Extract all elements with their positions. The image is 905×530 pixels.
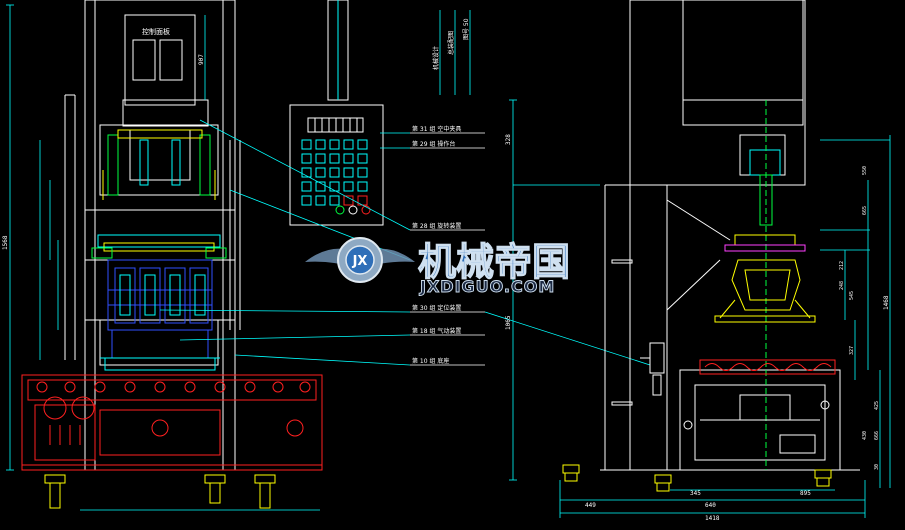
- right-pneumatic-unit: [640, 342, 665, 396]
- right-table-red: [699, 359, 836, 375]
- dim-bottom-width: 1418: [705, 515, 720, 522]
- callout-label: 第 10 组 底座: [412, 357, 449, 365]
- panel-button: [301, 195, 312, 206]
- panel-indicator-lamp: [335, 205, 345, 215]
- control-panel-title: 控制面板: [142, 27, 170, 36]
- dim-upper-section: 907: [198, 54, 205, 65]
- right-dim-labels: 665 550 248 545 212 327 425 666 430 30: [839, 166, 880, 470]
- watermark-brand-en: JXDIGUO.COM: [419, 277, 555, 296]
- control-panel-box: [289, 0, 384, 226]
- dim-right-total: 1468: [883, 295, 890, 310]
- legend-note-line-1: 机械设计: [432, 46, 440, 70]
- legend-note-line-3: 图号 50: [463, 18, 470, 40]
- right-dim-label: 327: [849, 346, 855, 355]
- panel-button: [357, 181, 368, 192]
- panel-button: [343, 167, 354, 178]
- panel-button: [315, 181, 326, 192]
- callout-leaders: [159, 119, 651, 366]
- panel-button: [343, 181, 354, 192]
- panel-button: [315, 195, 326, 206]
- right-side-view: [600, 0, 860, 471]
- panel-button: [357, 139, 368, 150]
- right-dimensions: [509, 99, 891, 518]
- panel-button: [329, 139, 340, 150]
- dim-overall-height-left: 1568: [2, 235, 9, 250]
- legend-note-block: [439, 10, 471, 95]
- left-body-cyan: [100, 274, 220, 371]
- watermark-logo: JX: [305, 237, 415, 283]
- panel-button: [315, 153, 326, 164]
- callout-label: 第 31 组 空中夹具: [412, 125, 461, 133]
- right-dim-label: 212: [839, 261, 845, 270]
- callout-label: 第 28 组 旋转装置: [412, 222, 461, 230]
- dim-left-offset: 449: [585, 502, 596, 509]
- panel-button: [329, 153, 340, 164]
- right-head-detail: [724, 100, 806, 470]
- dim-mid-width: 895: [800, 490, 811, 497]
- dim-base-width: 640: [705, 502, 716, 509]
- panel-button: [329, 181, 340, 192]
- right-fixture-yellow: [714, 259, 816, 323]
- dim-right-mid: 1065: [505, 315, 512, 330]
- control-panel-buttons: [301, 139, 371, 215]
- panel-button: [357, 167, 368, 178]
- right-dim-label: 430: [862, 431, 868, 440]
- left-red-base: [21, 374, 323, 471]
- right-dim-label: 666: [874, 431, 880, 440]
- panel-button: [343, 153, 354, 164]
- left-base-feet: [44, 474, 276, 509]
- panel-button: [301, 167, 312, 178]
- panel-button: [301, 153, 312, 164]
- watermark-logo-letters: JX: [352, 254, 368, 269]
- panel-button: [301, 181, 312, 192]
- watermark: JX 机械帝国 JXDIGUO.COM: [305, 237, 571, 296]
- panel-button: [357, 153, 368, 164]
- legend-note-line-2: 总装配图: [447, 31, 455, 55]
- left-head-detail: [91, 129, 227, 259]
- panel-button: [315, 167, 326, 178]
- right-dim-label: 425: [874, 401, 880, 410]
- left-dimensions: [6, 4, 320, 511]
- panel-indicator-lamp: [348, 205, 358, 215]
- panel-button: [329, 195, 340, 206]
- watermark-brand-cn: 机械帝国: [418, 240, 570, 284]
- panel-button: [301, 139, 312, 150]
- right-dim-label: 550: [862, 166, 868, 175]
- callout-label: 第 18 组 气动装置: [412, 327, 461, 335]
- dim-inner-width: 345: [690, 490, 701, 497]
- panel-indicator-lamp: [361, 205, 371, 215]
- dim-right-top: 328: [505, 134, 512, 145]
- panel-button: [329, 167, 340, 178]
- right-dim-label: 665: [862, 206, 868, 215]
- panel-button: [315, 139, 326, 150]
- right-dim-label: 545: [849, 291, 855, 300]
- right-dim-label: 248: [839, 281, 845, 290]
- callout-label: 第 30 组 定位装置: [412, 304, 461, 312]
- right-base-detail: [683, 394, 830, 454]
- right-dim-label: 30: [874, 464, 880, 470]
- panel-button: [343, 139, 354, 150]
- right-feet: [562, 464, 832, 492]
- callout-label: 第 29 组 操作台: [412, 140, 455, 148]
